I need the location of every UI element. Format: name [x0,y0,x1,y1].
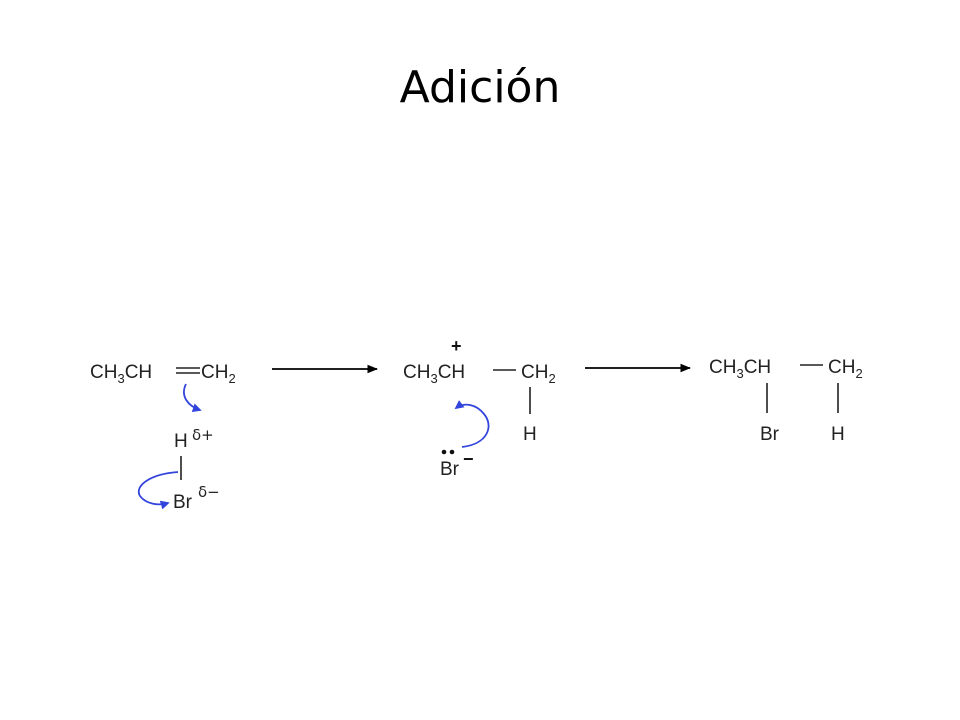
intermediate-h: H [523,424,537,445]
bromide-charge: − [463,449,474,469]
reactant-ch: CH [125,362,152,383]
reactant-ch3: CH [90,362,117,383]
intermediate-ch: CH [438,362,465,383]
intermediate-ch3-subscript: 3 [430,371,437,386]
curved-arrow-br-to-carbocation [454,400,490,448]
lone-pair-dot-2 [449,449,455,455]
intermediate-carbocation: CH3CH + CH2 H [403,336,556,445]
reagent-h: H [174,431,188,452]
svg-text:CH3CH: CH3CH [403,362,465,386]
svg-text:CH2: CH2 [201,362,236,386]
reactant-propene: CH3CH CH2 [90,362,236,386]
svg-text:CH2: CH2 [521,362,556,386]
lone-pair-dot-1 [441,449,447,455]
curved-arrow-bond-to-br [137,471,179,510]
bromide-ion: Br − [440,449,474,480]
svg-text:CH3CH: CH3CH [90,362,152,386]
product-br: Br [760,424,780,445]
slide-title: Adición [399,62,561,113]
reactant-ch2-subscript: 2 [228,371,235,386]
product-ch2-subscript: 2 [855,366,862,381]
reactant-ch3-subscript: 3 [117,371,124,386]
br-partial-charge: δ− [198,483,220,501]
svg-text:CH3CH: CH3CH [709,357,771,381]
reagent-br: Br [173,492,193,513]
carbocation-charge: + [451,336,462,356]
svg-text:CH2: CH2 [828,357,863,381]
product-ch3-subscript: 3 [736,366,743,381]
product-2-bromopropane: CH3CH CH2 Br H [709,357,863,445]
product-ch2: CH [828,357,855,378]
intermediate-ch3: CH [403,362,430,383]
reagent-hbr: H δ+ Br δ− [173,426,220,513]
h-partial-charge: δ+ [192,426,214,444]
curved-arrow-pi-to-h [183,383,202,412]
product-ch: CH [744,357,771,378]
reactant-ch2: CH [201,362,228,383]
intermediate-ch2-subscript: 2 [548,371,555,386]
bromide-br: Br [440,459,460,480]
product-ch3: CH [709,357,736,378]
intermediate-ch2: CH [521,362,548,383]
product-h: H [831,424,845,445]
